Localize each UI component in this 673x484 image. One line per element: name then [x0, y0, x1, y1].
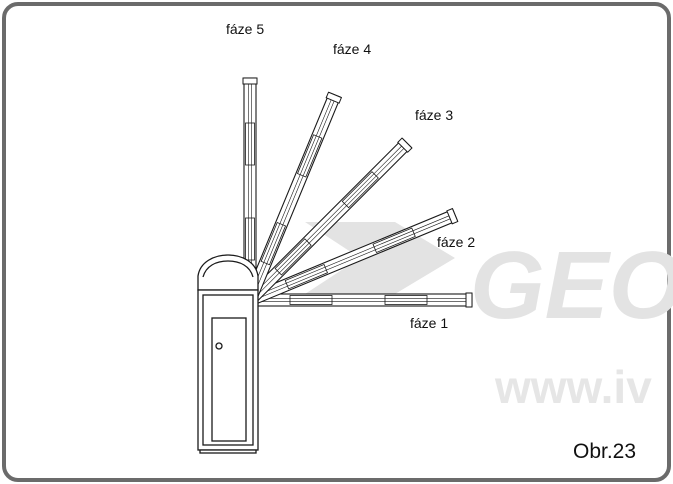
boom-phase-1: [249, 292, 473, 308]
boom-phase-3: [244, 137, 413, 306]
boom-phase-4: [243, 91, 343, 304]
barrier-cabinet: [197, 254, 259, 454]
cabinet-door: [211, 317, 247, 442]
figure-label: Obr.23: [573, 440, 637, 463]
watermark-logo-text: GEO: [470, 232, 673, 339]
watermark-logo: GEO: [305, 222, 673, 339]
phase-label-3: fáze 3: [415, 107, 454, 123]
phase-label-2: fáze 2: [437, 234, 476, 250]
watermark-url: www.iv: [495, 361, 652, 413]
boom-group: [242, 77, 473, 308]
cabinet-base: [199, 449, 257, 454]
phase-label-5: fáze 5: [226, 21, 265, 37]
phase-label-4: fáze 4: [333, 41, 372, 57]
key-lock-icon: [215, 342, 223, 350]
phase-label-1: fáze 1: [410, 315, 449, 331]
